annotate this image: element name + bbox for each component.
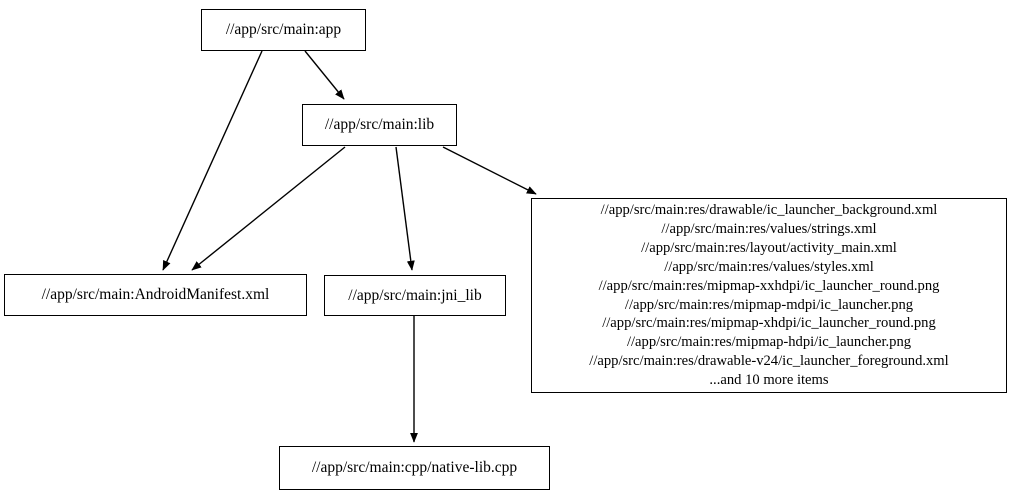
graph-node-res-files-group-label: //app/src/main:res/drawable/ic_launcher_… — [589, 202, 949, 388]
graph-node-native-lib-cpp-label: //app/src/main:cpp/native-lib.cpp — [311, 459, 518, 477]
edge-lib-to-resfiles — [442, 146, 537, 195]
graph-node-androidmanifest-label: //app/src/main:AndroidManifest.xml — [41, 286, 270, 304]
graph-node-lib[interactable]: //app/src/main:lib — [302, 104, 457, 146]
graph-node-native-lib-cpp[interactable]: //app/src/main:cpp/native-lib.cpp — [279, 446, 550, 490]
edge-app-to-lib — [304, 50, 345, 100]
graph-node-jni-lib[interactable]: //app/src/main:jni_lib — [324, 275, 506, 316]
edge-lib-to-manifest — [191, 146, 346, 271]
graph-node-res-files-group[interactable]: //app/src/main:res/drawable/ic_launcher_… — [531, 198, 1007, 393]
graph-node-app-label: //app/src/main:app — [225, 21, 342, 39]
graph-node-app[interactable]: //app/src/main:app — [201, 9, 366, 51]
graph-node-androidmanifest[interactable]: //app/src/main:AndroidManifest.xml — [4, 274, 307, 316]
edge-app-to-manifest — [162, 50, 263, 271]
graph-node-lib-label: //app/src/main:lib — [324, 116, 435, 134]
graph-node-jni-lib-label: //app/src/main:jni_lib — [348, 286, 482, 304]
edge-lib-to-jnilib — [395, 146, 415, 271]
